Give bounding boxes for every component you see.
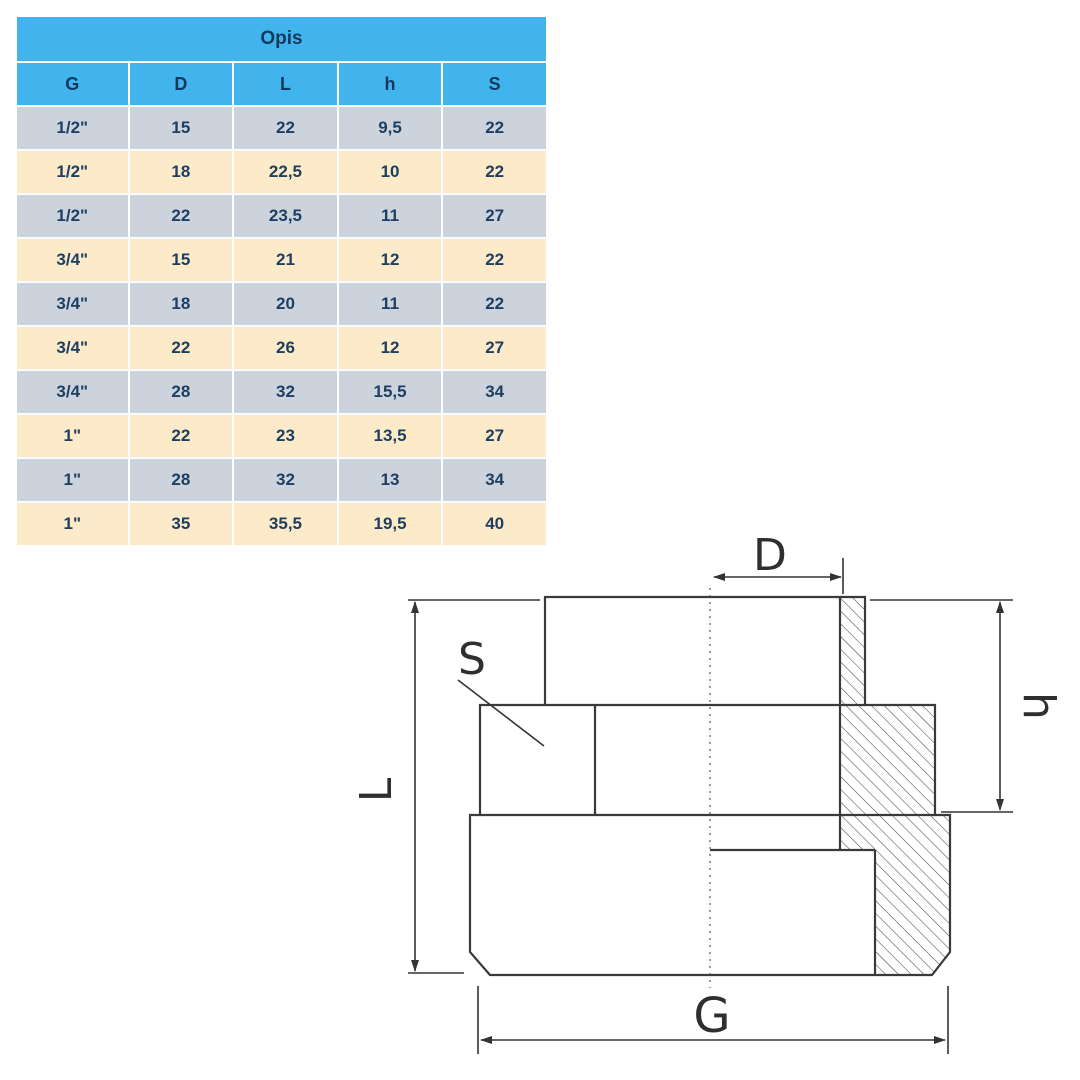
dim-label-l: L	[351, 777, 402, 802]
table-cell: 34	[441, 457, 548, 503]
section-hatching	[840, 597, 950, 975]
table-cell: 32	[232, 457, 339, 503]
column-header-g: G	[15, 61, 130, 107]
table-cell: 3/4"	[15, 325, 130, 371]
table-cell: 23,5	[232, 193, 339, 239]
table-cell: 1/2"	[15, 105, 130, 151]
table-cell: 1"	[15, 457, 130, 503]
table-cell: 35	[127, 501, 235, 547]
table-cell: 22	[127, 193, 235, 239]
table-cell: 11	[336, 193, 444, 239]
dim-label-h: h	[1013, 692, 1064, 720]
table-cell: 21	[232, 237, 339, 283]
fitting-outline	[468, 595, 952, 977]
table-cell: 22	[127, 325, 235, 371]
table-cell: 3/4"	[15, 369, 130, 415]
table-cell: 23	[232, 413, 339, 459]
column-header-l: L	[232, 61, 339, 107]
dimension-labels: D L h G S	[351, 530, 1064, 1044]
table-cell: 27	[441, 325, 548, 371]
table-cell: 15	[127, 237, 235, 283]
table-cell: 1/2"	[15, 193, 130, 239]
table-cell: 18	[127, 281, 235, 327]
table-cell: 3/4"	[15, 281, 130, 327]
table-cell: 12	[336, 325, 444, 371]
table-cell: 11	[336, 281, 444, 327]
table-cell: 40	[441, 501, 548, 547]
column-header-d: D	[127, 61, 235, 107]
table-cell: 20	[232, 281, 339, 327]
table-title-row: Opis	[15, 15, 548, 63]
table-cell: 28	[127, 457, 235, 503]
table-cell: 1"	[15, 413, 130, 459]
dim-label-s: S	[458, 634, 486, 685]
table-cell: 32	[232, 369, 339, 415]
table-cell: 1/2"	[15, 149, 130, 195]
table-cell: 22,5	[232, 149, 339, 195]
table-cell: 27	[441, 413, 548, 459]
table-cell: 22	[232, 105, 339, 151]
dim-label-g: G	[693, 988, 730, 1044]
column-header-s: S	[441, 61, 548, 107]
table-cell: 27	[441, 193, 548, 239]
table-cell: 26	[232, 325, 339, 371]
table-cell: 15	[127, 105, 235, 151]
table-cell: 3/4"	[15, 237, 130, 283]
table-cell: 22	[441, 281, 548, 327]
table-cell: 13	[336, 457, 444, 503]
dimension-lines	[408, 558, 1013, 1054]
table-header-row: G D L h S	[15, 61, 548, 107]
table-title: Opis	[15, 15, 548, 63]
table-cell: 12	[336, 237, 444, 283]
table-cell: 10	[336, 149, 444, 195]
leader-line-s	[457, 679, 545, 747]
table-cell: 22	[441, 105, 548, 151]
table-cell: 22	[441, 237, 548, 283]
table-cell: 19,5	[336, 501, 444, 547]
column-header-h: h	[336, 61, 444, 107]
table-cell: 22	[441, 149, 548, 195]
table-cell: 1"	[15, 501, 130, 547]
table-cell: 34	[441, 369, 548, 415]
table-cell: 28	[127, 369, 235, 415]
table-cell: 9,5	[336, 105, 444, 151]
table-cell: 35,5	[232, 501, 339, 547]
table-cell: 13,5	[336, 413, 444, 459]
table-cell: 18	[127, 149, 235, 195]
table-cell: 15,5	[336, 369, 444, 415]
dim-label-d: D	[753, 530, 787, 581]
table-cell: 22	[127, 413, 235, 459]
